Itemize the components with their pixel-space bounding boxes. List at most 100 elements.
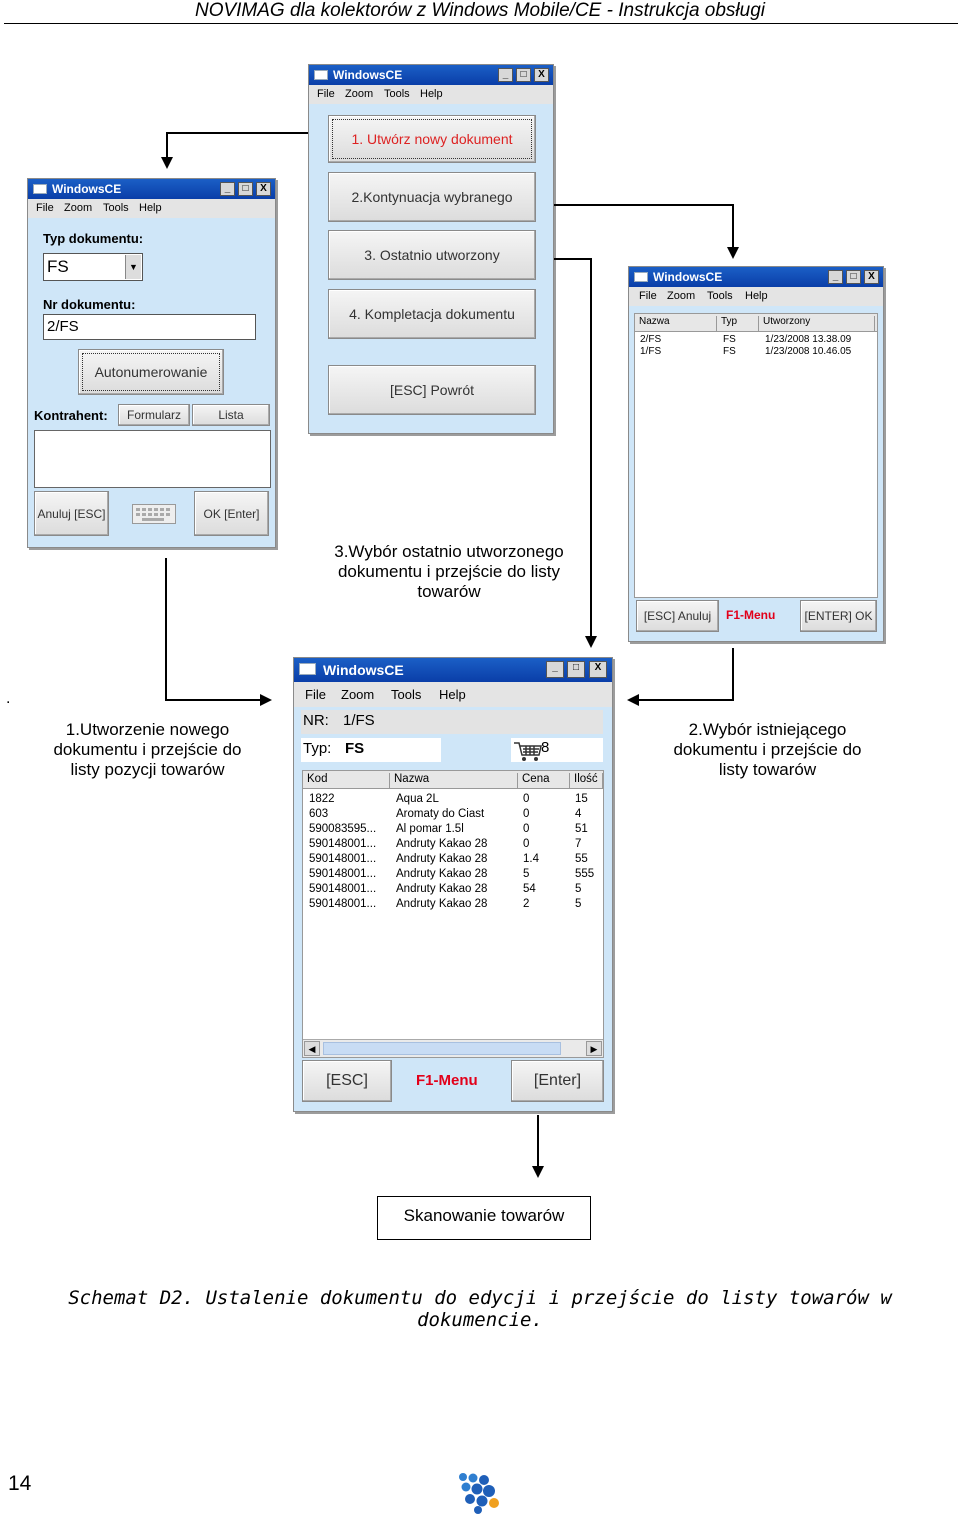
ok-button[interactable]: [ENTER] OK: [800, 600, 877, 632]
connector-line: [166, 132, 308, 134]
cancel-button[interactable]: [ESC] Anuluj: [636, 600, 719, 632]
close-button[interactable]: X: [589, 661, 607, 678]
company-logo: [456, 1472, 504, 1519]
menu-file[interactable]: File: [36, 202, 54, 214]
scroll-left-icon[interactable]: ◀: [304, 1041, 320, 1056]
page-number: 14: [8, 1472, 32, 1495]
nr-value: 1/FS: [343, 712, 375, 729]
chevron-down-icon[interactable]: ▼: [125, 255, 141, 279]
menu-help[interactable]: Help: [139, 202, 162, 214]
menu-tools[interactable]: Tools: [391, 687, 422, 702]
close-button[interactable]: X: [864, 270, 879, 284]
list-item[interactable]: 1/FS FS 1/23/2008 10.46.05: [635, 346, 875, 358]
document-number-input[interactable]: 2/FS: [43, 314, 256, 340]
minimize-button[interactable]: _: [828, 270, 843, 284]
scanning-box: Skanowanie towarów: [377, 1196, 591, 1240]
horizontal-scrollbar[interactable]: ◀ ▶: [303, 1039, 603, 1057]
menu-tools[interactable]: Tools: [384, 88, 410, 100]
table-cell: 5: [575, 883, 582, 895]
scroll-thumb[interactable]: [323, 1042, 561, 1055]
connector-line: [554, 204, 734, 206]
scroll-right-icon[interactable]: ▶: [586, 1041, 602, 1056]
table-cell: 4: [575, 808, 582, 820]
cancel-button[interactable]: Anuluj [ESC]: [34, 491, 109, 536]
f1-menu-label[interactable]: F1-Menu: [726, 608, 776, 622]
column-header[interactable]: Nazwa: [635, 316, 717, 332]
arrow-down-icon: [161, 157, 173, 169]
contractor-textarea[interactable]: [34, 430, 271, 488]
f1-menu-label[interactable]: F1-Menu: [416, 1072, 478, 1089]
menu-tools[interactable]: Tools: [707, 290, 733, 302]
list-item[interactable]: 2/FS FS 1/23/2008 13.38.09: [635, 334, 875, 346]
column-header[interactable]: Nazwa: [390, 773, 518, 789]
keyboard-icon[interactable]: [132, 504, 176, 524]
document-list[interactable]: Nazwa Typ Utworzony 2/FS FS 1/23/2008 13…: [634, 313, 878, 598]
window-icon: [314, 70, 328, 80]
ok-button[interactable]: OK [Enter]: [194, 491, 269, 536]
menu-zoom[interactable]: Zoom: [345, 88, 374, 100]
item-list-window: WindowsCE _ □ X File Zoom Tools Help NR:…: [293, 657, 613, 1112]
list-button[interactable]: Lista: [192, 404, 270, 426]
connector-line: [638, 699, 734, 701]
list-header: Nazwa Typ Utworzony: [635, 314, 877, 332]
menu-file[interactable]: File: [305, 687, 326, 702]
menu-bar: File Zoom Tools Help: [629, 287, 883, 306]
menu-help[interactable]: Help: [745, 290, 768, 302]
caption-option-2: 2.Wybór istniejącego dokumentu i przejśc…: [673, 720, 862, 779]
minimize-button[interactable]: _: [546, 661, 564, 678]
arrow-down-icon: [727, 247, 739, 259]
esc-button[interactable]: [ESC]: [302, 1060, 392, 1102]
menu-bar: File Zoom Tools Help: [294, 682, 612, 707]
cart-icon: [513, 740, 543, 767]
column-header[interactable]: Utworzony: [759, 316, 875, 332]
maximize-button[interactable]: □: [567, 661, 585, 678]
menu-file[interactable]: File: [639, 290, 657, 302]
title-bar: WindowsCE _ □ X: [309, 65, 553, 85]
menu-help[interactable]: Help: [439, 687, 466, 702]
window-icon: [634, 272, 648, 282]
close-button[interactable]: X: [534, 68, 549, 82]
menu-help[interactable]: Help: [420, 88, 443, 100]
menu-zoom[interactable]: Zoom: [341, 687, 375, 702]
autonumber-button[interactable]: Autonumerowanie: [78, 349, 224, 395]
continue-selected-button[interactable]: 2.Kontynuacja wybranego: [328, 172, 536, 222]
arrow-down-icon: [585, 636, 597, 648]
back-button[interactable]: [ESC] Powrót: [328, 365, 536, 415]
menu-file[interactable]: File: [317, 88, 335, 100]
table-cell: 1822: [309, 793, 335, 805]
form-button[interactable]: Formularz: [118, 404, 190, 426]
create-new-document-button[interactable]: 1. Utwórz nowy dokument: [328, 115, 536, 163]
table-cell: Andruty Kakao 28: [396, 868, 488, 880]
window-title: WindowsCE: [333, 68, 403, 82]
minimize-button[interactable]: _: [220, 182, 235, 196]
typ-value: FS: [345, 740, 365, 757]
minimize-button[interactable]: _: [498, 68, 513, 82]
menu-zoom[interactable]: Zoom: [64, 202, 93, 214]
close-button[interactable]: X: [256, 182, 271, 196]
column-header[interactable]: Cena: [518, 773, 570, 789]
document-picking-button[interactable]: 4. Kompletacja dokumentu: [328, 289, 536, 339]
maximize-button[interactable]: □: [516, 68, 531, 82]
enter-button[interactable]: [Enter]: [511, 1060, 604, 1102]
last-created-button[interactable]: 3. Ostatnio utworzony: [328, 230, 536, 280]
table-cell: 0: [523, 808, 530, 820]
menu-zoom[interactable]: Zoom: [667, 290, 696, 302]
connector-line: [537, 1115, 539, 1167]
document-type-select[interactable]: FS ▼: [43, 253, 143, 281]
new-document-window: WindowsCE _ □ X File Zoom Tools Help Typ…: [27, 178, 276, 548]
column-header[interactable]: Typ: [717, 316, 759, 332]
column-header[interactable]: Ilość: [570, 773, 603, 789]
maximize-button[interactable]: □: [846, 270, 861, 284]
column-header[interactable]: Kod: [303, 773, 390, 789]
menu-tools[interactable]: Tools: [103, 202, 129, 214]
maximize-button[interactable]: □: [238, 182, 253, 196]
